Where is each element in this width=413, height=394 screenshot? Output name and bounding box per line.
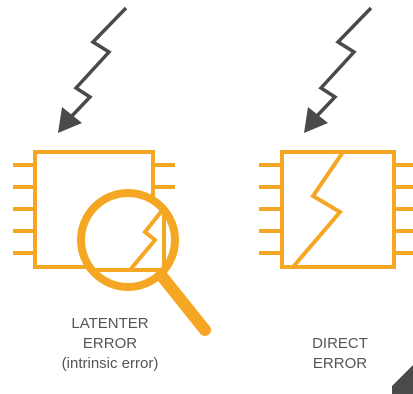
direct-error-line-2: ERROR [312,355,368,372]
latent-error-label: LATENTER ERROR (intrinsic error) [40,314,180,374]
latent-error-line-1: LATENTER [71,315,149,332]
magnifying-glass-icon [77,189,211,336]
direct-error-label: DIRECT ERROR [290,334,390,374]
crack-icon [291,150,345,269]
latent-error-line-3: (intrinsic error) [61,355,159,372]
crack-icon [128,206,166,272]
direct-error-line-1: DIRECT [312,335,368,352]
corner-decoration [392,365,413,394]
latent-error-line-2: ERROR [82,335,138,352]
latent-error-group [13,6,211,336]
lightning-arrow-icon [304,6,373,133]
direct-error-group [259,6,413,269]
lightning-arrow-icon [58,6,128,133]
chip-icon [259,150,413,269]
